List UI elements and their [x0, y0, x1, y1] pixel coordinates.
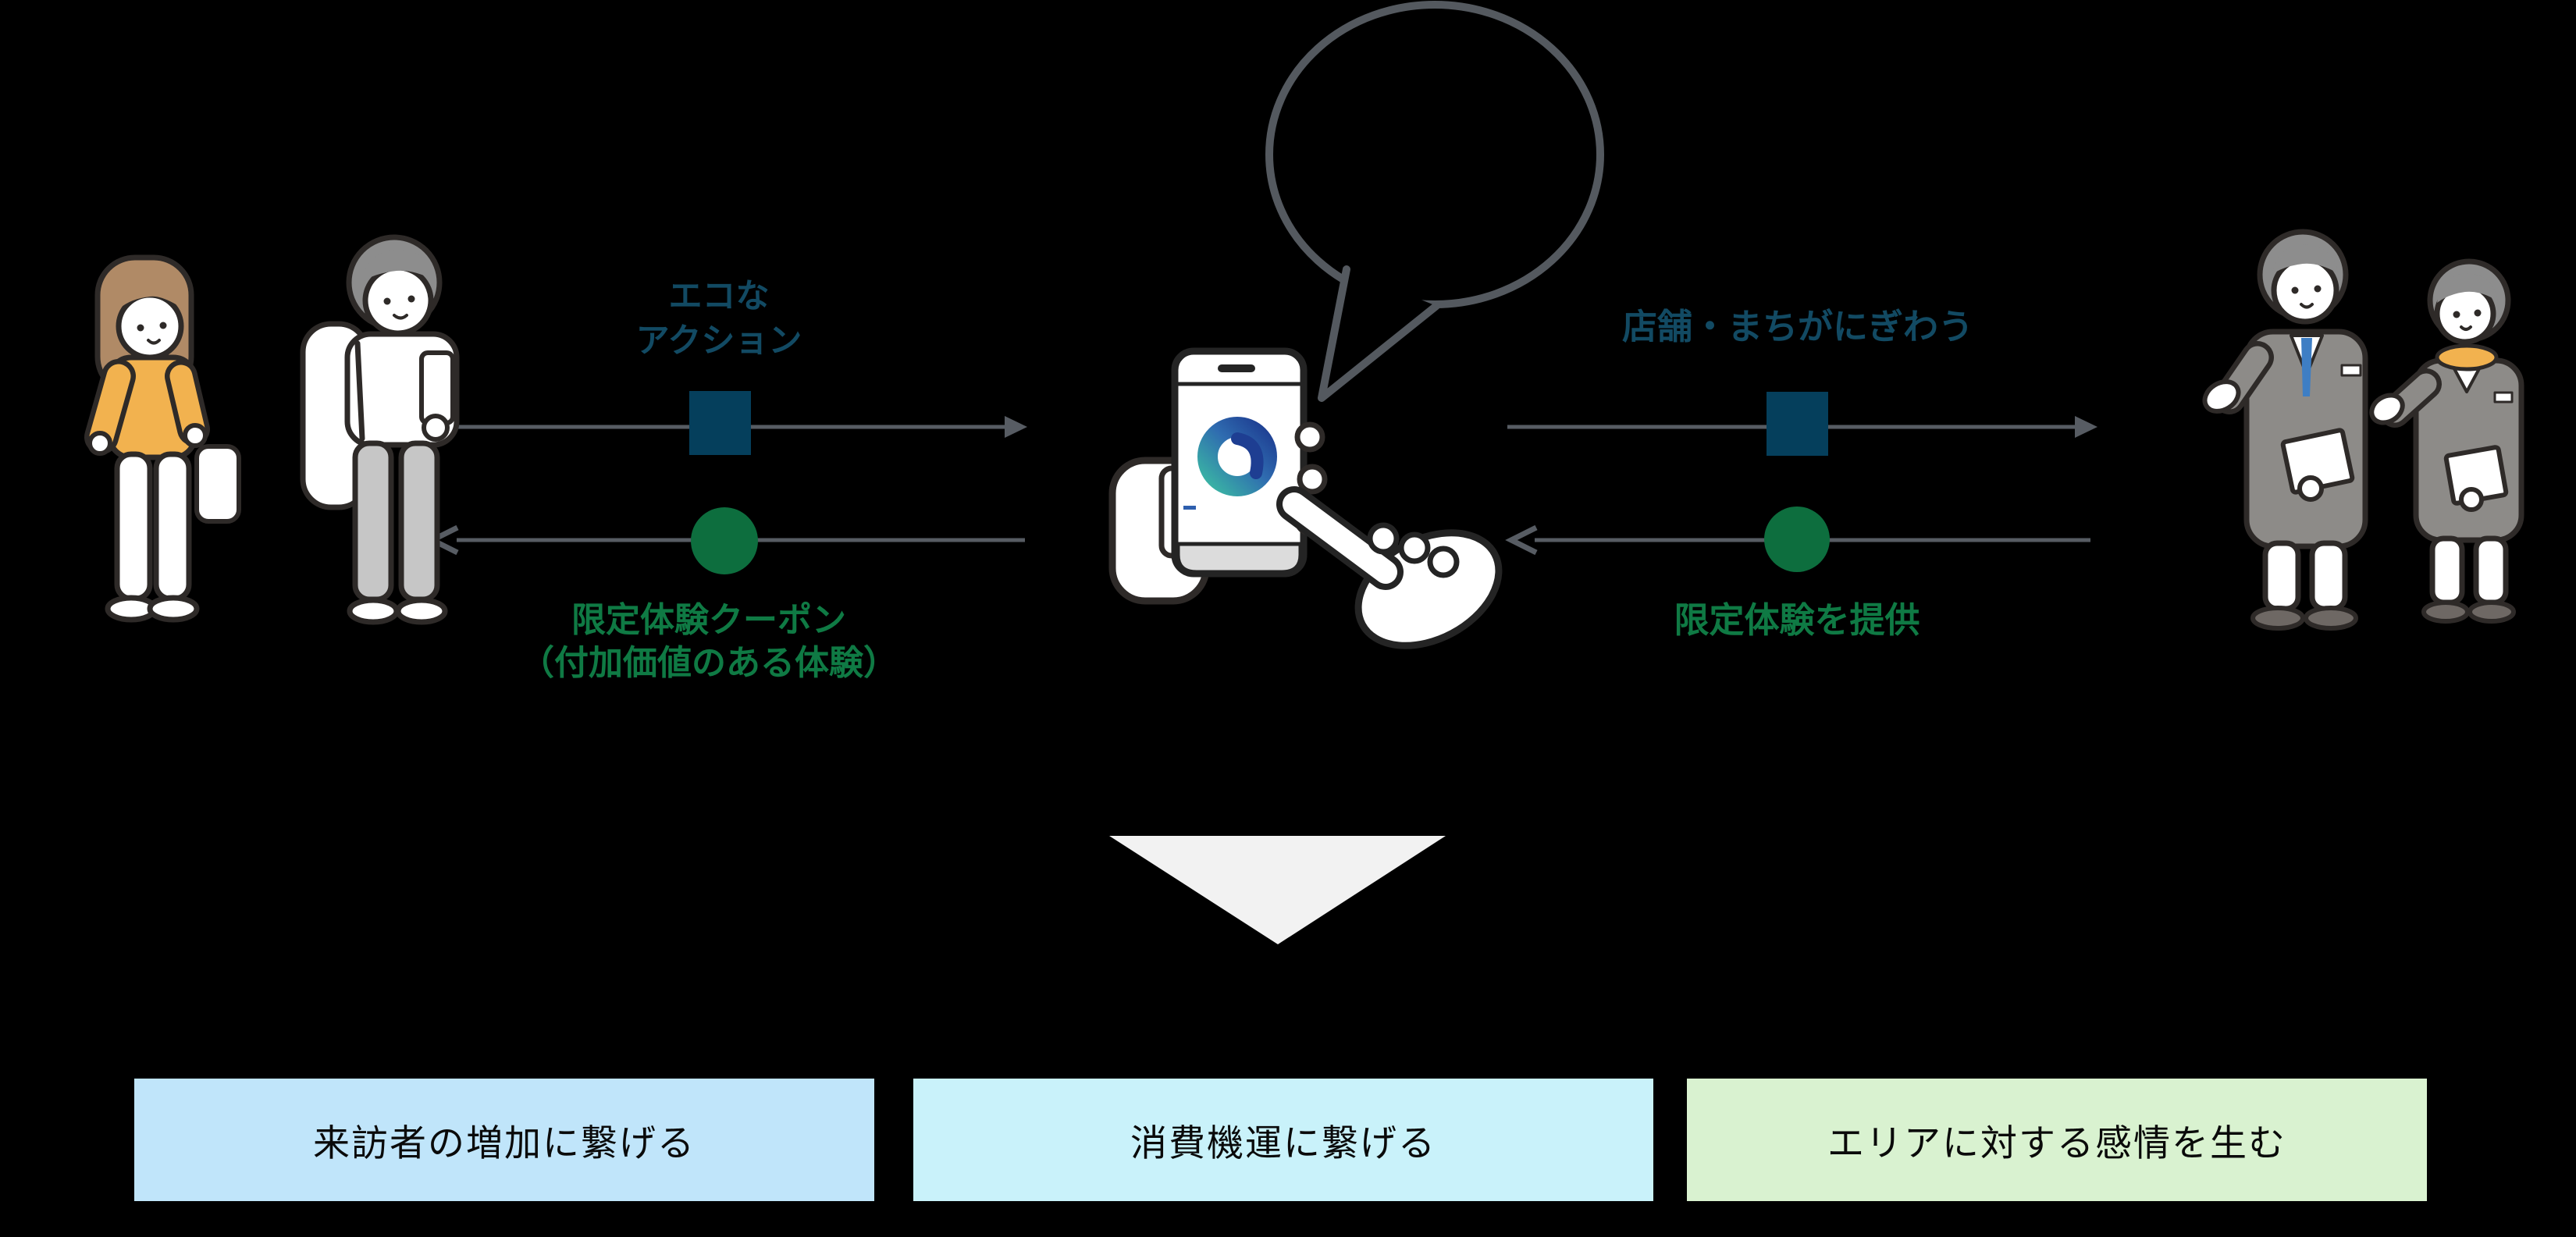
left-give-label: エコな アクション: [636, 275, 802, 364]
staff-illustration: [2202, 229, 2524, 631]
right-get-label-line1: 限定体験を提供: [1674, 600, 1920, 640]
down-triangle-icon: [1109, 836, 1446, 944]
left-give-label-line1: エコな: [668, 278, 770, 315]
left-get-label-line1: 限定体験クーポン: [571, 601, 846, 639]
smartphone-app-illustration: [1108, 347, 1503, 649]
right-give-label-line1: 店舗・まちがにぎわう: [1621, 307, 1974, 347]
right-get-label: 限定体験を提供: [1674, 599, 1920, 642]
staff-woman: [2369, 258, 2524, 624]
speech-bubble-tail: [1318, 265, 1440, 402]
right-give-label: 店舗・まちがにぎわう: [1622, 306, 1973, 348]
right-circle-node: [1764, 507, 1830, 572]
phone-speaker-icon: [1218, 364, 1255, 372]
left-give-label-line2: アクション: [635, 322, 802, 360]
outcome-box-visitors: 来訪者の増加に繋げる: [134, 1079, 874, 1201]
outcome-box-visitors-label: 来訪者の増加に繋げる: [313, 1122, 696, 1164]
right-flow-arrows: [1505, 392, 2097, 572]
left-circle-node: [691, 507, 758, 574]
speech-bubble-ellipse: [1265, 1, 1604, 308]
outcome-box-consumption: 消費機運に繋げる: [913, 1079, 1653, 1201]
app-logo-icon: [1197, 417, 1277, 496]
right-get-arrowhead-icon: [1505, 524, 1538, 556]
left-get-label: 限定体験クーポン （付加価値のある体験）: [520, 599, 898, 684]
visitors-illustration: [84, 234, 460, 625]
right-square-node: [1767, 392, 1828, 456]
left-flow-arrows: [426, 391, 1027, 574]
left-give-arrowhead-icon: [1005, 416, 1027, 438]
speech-bubble-icon: [1265, 1, 1604, 402]
left-get-label-line2: （付加価値のある体験）: [520, 643, 898, 682]
outcome-box-area-emotion: エリアに対する感情を生む: [1687, 1079, 2427, 1201]
left-square-node: [689, 391, 751, 455]
visitor-man: [300, 234, 460, 625]
tapping-hand-icon: [1276, 486, 1503, 649]
outcome-box-area-emotion-label: エリアに対する感情を生む: [1827, 1122, 2286, 1164]
outcome-box-consumption-label: 消費機運に繋げる: [1130, 1122, 1436, 1164]
staff-man: [2202, 229, 2368, 631]
visitor-woman: [84, 254, 241, 623]
right-give-arrowhead-icon: [2075, 416, 2097, 438]
